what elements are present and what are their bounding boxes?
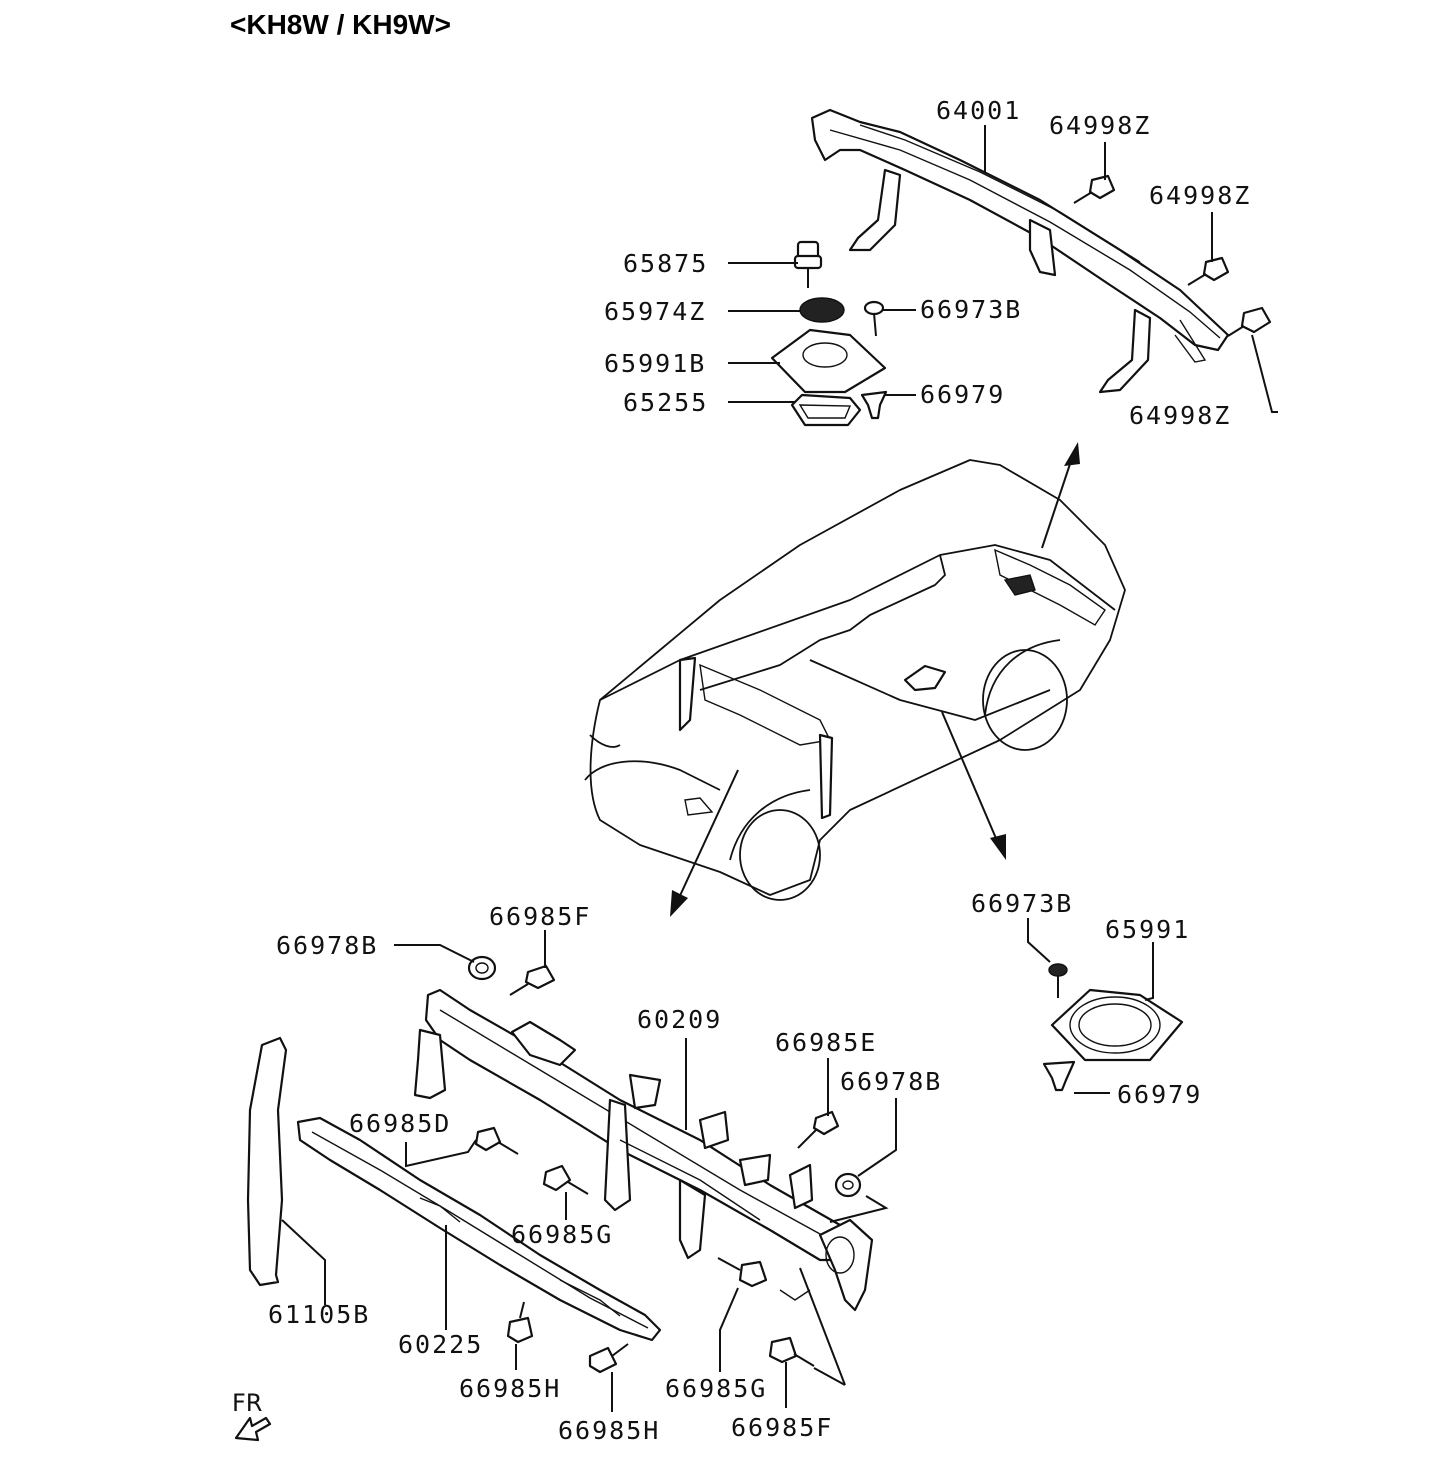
label-64998z-1: 64998Z — [1049, 111, 1151, 140]
label-66985g-lower: 66985G — [665, 1374, 767, 1403]
pad-65991 — [1050, 988, 1184, 1062]
steering-support-60209 — [413, 988, 874, 1312]
diagram-title: <KH8W / KH9W> — [230, 9, 451, 40]
screw-66973b-top — [863, 300, 885, 337]
bolt-66985f-top — [509, 964, 556, 996]
label-66973b-right: 66973B — [971, 889, 1073, 918]
bolt-64998z-1 — [1073, 174, 1116, 204]
label-66979-right: 66979 — [1117, 1080, 1202, 1109]
bolt-64998z-2 — [1187, 256, 1230, 286]
screw-66973b-right — [1048, 963, 1068, 998]
bolt-64998z-3 — [1227, 306, 1272, 337]
bolt-66985h-2 — [588, 1343, 629, 1374]
nut-66978b-left — [467, 955, 497, 981]
clip-66979-right — [1042, 1060, 1076, 1092]
pad-65991b — [770, 328, 887, 394]
label-60225: 60225 — [398, 1330, 483, 1359]
seal-65255 — [790, 393, 862, 427]
label-66985f-bottom: 66985F — [731, 1413, 833, 1442]
rear-crossmember-64001 — [810, 108, 1230, 394]
label-66979-top: 66979 — [920, 380, 1005, 409]
label-66978b-left: 66978B — [276, 931, 378, 960]
label-65974z: 65974Z — [604, 297, 706, 326]
label-65991: 65991 — [1105, 915, 1190, 944]
bolt-66985g-lower — [717, 1257, 768, 1288]
label-66973b-top: 66973B — [920, 295, 1022, 324]
arrow-to-lower-right — [941, 711, 1006, 860]
car-body-illustration — [584, 459, 1126, 901]
label-64998z-3: 64998Z — [1129, 401, 1231, 430]
label-65255: 65255 — [623, 388, 708, 417]
bolt-66985d — [474, 1126, 519, 1155]
bolt-66985f-bottom — [768, 1336, 815, 1367]
arrow-to-upper — [1041, 442, 1080, 549]
label-65875: 65875 — [623, 249, 708, 278]
bolt-66985e — [797, 1110, 840, 1149]
front-direction-arrow-icon — [234, 1416, 272, 1442]
label-61105b: 61105B — [268, 1300, 370, 1329]
label-66978b-right: 66978B — [840, 1067, 942, 1096]
clip-66979-top — [860, 390, 888, 420]
bolt-66985h-1 — [506, 1301, 534, 1344]
label-60209: 60209 — [637, 1005, 722, 1034]
duct-60225 — [296, 1116, 662, 1342]
label-66985h-2: 66985H — [558, 1416, 660, 1445]
arrow-to-lower-left — [670, 769, 739, 917]
label-66985h-1: 66985H — [459, 1374, 561, 1403]
label-66985g-upper: 66985G — [511, 1220, 613, 1249]
label-66985e: 66985E — [775, 1028, 877, 1057]
label-64001: 64001 — [936, 96, 1021, 125]
label-66985f-top: 66985F — [489, 902, 591, 931]
label-64998z-2: 64998Z — [1149, 181, 1251, 210]
bolt-66985g-upper — [542, 1164, 589, 1195]
label-65991b: 65991B — [604, 349, 706, 378]
direction-label: FR — [232, 1389, 262, 1417]
cap-65974z — [799, 297, 845, 323]
label-66985d: 66985D — [349, 1109, 451, 1138]
bolt-65875 — [793, 240, 823, 288]
nut-66978b-right — [834, 1172, 862, 1198]
reinforcement-61105b — [246, 1036, 288, 1287]
